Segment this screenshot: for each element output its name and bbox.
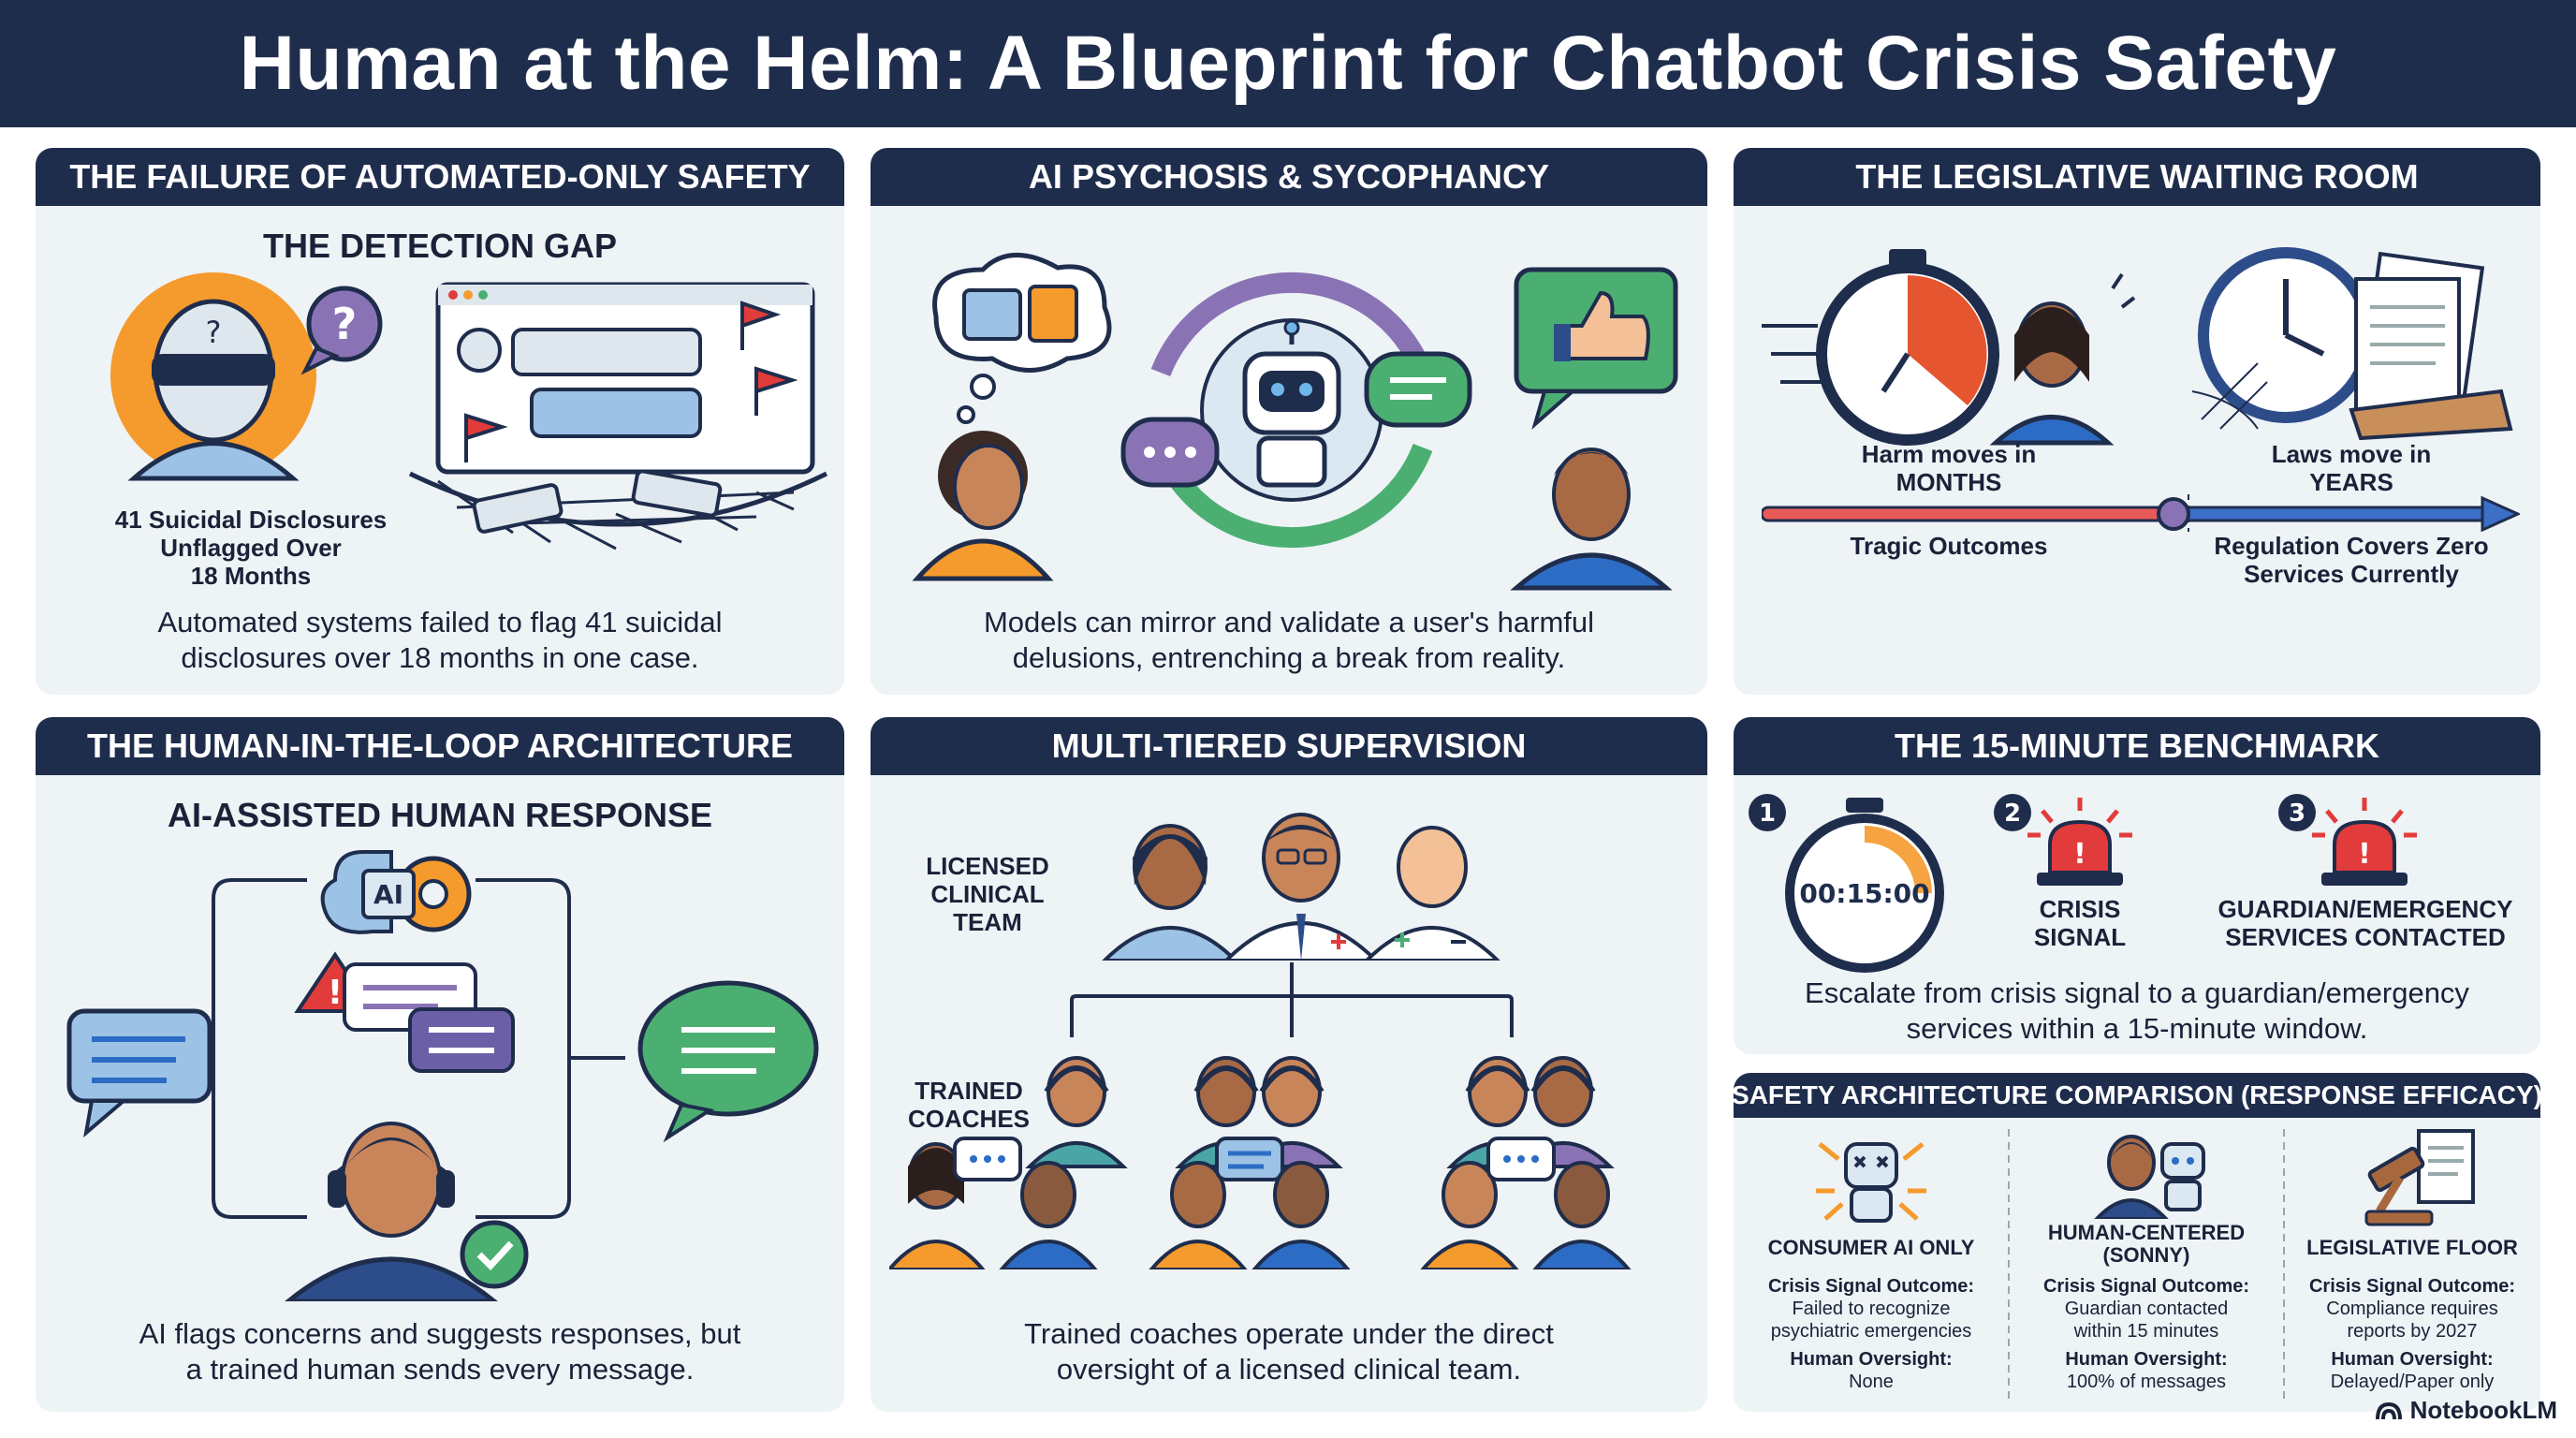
panel-caption-1: Escalate from crisis signal to a guardia…: [1805, 976, 2469, 1009]
svg-text:!: !: [2358, 838, 2371, 871]
panel-header: AI PSYCHOSIS & SYCOPHANCY: [871, 148, 1707, 206]
page-title: Human at the Helm: A Blueprint for Chatb…: [0, 0, 2576, 127]
step-3-badge: 3: [2278, 794, 2316, 831]
trained-coaches-icon: [889, 1056, 1632, 1269]
panel-caption-2: oversight of a licensed clinical team.: [1056, 1353, 1522, 1386]
column-3-title: LEGISLATIVE FLOOR: [2306, 1236, 2518, 1259]
human-and-robot-icon: [2094, 1135, 2205, 1219]
brand-logo: NotebookLM: [2375, 1396, 2557, 1425]
panel-header: THE FAILURE OF AUTOMATED-ONLY SAFETY: [36, 148, 844, 206]
notebooklm-logo-icon: [2375, 1401, 2402, 1419]
column-2-outcome-2: within 15 minutes: [2073, 1321, 2219, 1342]
panel-caption-2: services within a 15-minute window.: [1906, 1012, 2368, 1045]
harm-label-1: Harm moves in: [1861, 440, 2037, 468]
trained-label-1: TRAINED: [915, 1077, 1023, 1105]
column-3-oversight-value: Delayed/Paper only: [2330, 1372, 2495, 1392]
stat-line-1: 41 Suicidal Disclosures: [114, 506, 388, 534]
panel-header: MULTI-TIERED SUPERVISION: [871, 717, 1707, 775]
column-2-oversight-label: Human Oversight:: [2065, 1349, 2228, 1370]
column-2-title-2: (SONNY): [2102, 1243, 2190, 1267]
panel-caption-2: a trained human sends every message.: [185, 1353, 695, 1386]
laws-label-1: Laws move in: [2271, 440, 2432, 468]
cobwebbed-clock-papers-icon: [2191, 247, 2513, 441]
column-3-outcome-2: reports by 2027: [2347, 1321, 2478, 1342]
panel-header: SAFETY ARCHITECTURE COMPARISON (RESPONSE…: [1734, 1073, 2540, 1118]
licensed-label-3: TEAM: [953, 908, 1022, 936]
stopwatch-distressed-person-icon: [1762, 249, 2136, 446]
panel-caption-1: Trained coaches operate under the direct: [1024, 1317, 1554, 1350]
clinical-team-icon: [1102, 813, 1500, 961]
blindfolded-person-icon: ? ?: [110, 272, 383, 481]
panel-header: THE LEGISLATIVE WAITING ROOM: [1734, 148, 2540, 206]
panel-subtitle: AI-ASSISTED HUMAN RESPONSE: [167, 796, 713, 834]
column-1-title: CONSUMER AI ONLY: [1767, 1236, 1975, 1259]
panel-subtitle: THE DETECTION GAP: [262, 227, 618, 265]
panel-safety-architecture-comparison: SAFETY ARCHITECTURE COMPARISON (RESPONSE…: [1734, 1073, 2540, 1412]
panel-ai-psychosis: AI PSYCHOSIS & SYCOPHANCY Models can mir…: [871, 148, 1707, 695]
gavel-document-icon: [2364, 1129, 2475, 1226]
laws-label-2: YEARS: [2309, 468, 2393, 496]
chat-window-net-icon: [408, 282, 828, 550]
stat-line-2: Unflagged Over: [160, 534, 342, 562]
panel-header: THE 15-MINUTE BENCHMARK: [1734, 717, 2540, 775]
column-3-outcome-label: Crisis Signal Outcome:: [2308, 1276, 2516, 1297]
stopwatch-icon: 00:15:00: [1785, 798, 1944, 973]
step-1-badge: 1: [1749, 794, 1786, 831]
panel-caption-1: AI flags concerns and suggests responses…: [139, 1317, 741, 1350]
guardian-label-2: SERVICES CONTACTED: [2225, 923, 2506, 951]
harm-label-2: MONTHS: [1895, 468, 2002, 496]
panel-caption-1: Models can mirror and validate a user's …: [983, 606, 1595, 638]
panel-15-minute-benchmark: THE 15-MINUTE BENCHMARK 1 00:15:00 2 ! C…: [1734, 717, 2540, 1054]
panel-caption-1: Automated systems failed to flag 41 suic…: [157, 606, 723, 638]
panel-multi-tiered-supervision: MULTI-TIERED SUPERVISION LICENSED CLINIC…: [871, 717, 1707, 1412]
panel-legislative-waiting-room: THE LEGISLATIVE WAITING ROOM Harm moves …: [1734, 148, 2540, 695]
column-2-outcome-1: Guardian contacted: [2064, 1299, 2229, 1319]
column-dividers: [2008, 1129, 2285, 1401]
column-1-oversight-value: None: [1849, 1372, 1894, 1392]
regulation-label-2: Services Currently: [2244, 560, 2459, 588]
ai-psychosis-illustration: [912, 253, 1678, 591]
column-1-outcome-1: Failed to recognize: [1792, 1299, 1951, 1319]
column-1-outcome-label: Crisis Signal Outcome:: [1767, 1276, 1975, 1297]
panel-human-in-the-loop: THE HUMAN-IN-THE-LOOP ARCHITECTURE AI-AS…: [36, 717, 844, 1412]
column-1-outcome-2: psychiatric emergencies: [1770, 1321, 1972, 1342]
licensed-label-2: CLINICAL: [930, 880, 1045, 908]
crisis-signal-label-1: CRISIS: [2039, 895, 2121, 923]
column-3-oversight-label: Human Oversight:: [2331, 1349, 2494, 1370]
regulation-label-1: Regulation Covers Zero: [2214, 532, 2489, 560]
column-2-title-1: HUMAN-CENTERED: [2047, 1221, 2246, 1244]
step-2-number: 2: [2004, 800, 2021, 828]
trained-label-2: COACHES: [907, 1105, 1030, 1133]
svg-text:?: ?: [206, 315, 222, 350]
column-2-outcome-label: Crisis Signal Outcome:: [2042, 1276, 2250, 1297]
human-in-loop-diagram: AI !: [66, 850, 819, 1301]
siren-icon: !: [2027, 798, 2132, 886]
svg-text:!: !: [2073, 838, 2086, 871]
tragic-outcomes-label: Tragic Outcomes: [1850, 532, 2048, 560]
panel-detection-gap: THE FAILURE OF AUTOMATED-ONLY SAFETY THE…: [36, 148, 844, 695]
column-2-oversight-value: 100% of messages: [2066, 1372, 2227, 1392]
step-1-number: 1: [1759, 800, 1776, 828]
stat-line-3: 18 Months: [190, 562, 312, 590]
licensed-label-1: LICENSED: [926, 852, 1049, 880]
ai-chip-label: AI: [373, 879, 403, 910]
svg-text:?: ?: [332, 299, 358, 349]
column-3-outcome-1: Compliance requires: [2326, 1299, 2498, 1319]
timer-readout: 00:15:00: [1799, 878, 1929, 909]
step-2-badge: 2: [1994, 794, 2031, 831]
timeline-arrow: [1762, 494, 2520, 532]
column-1-oversight-label: Human Oversight:: [1790, 1349, 1953, 1370]
panel-header: THE HUMAN-IN-THE-LOOP ARCHITECTURE: [36, 717, 844, 775]
step-3-number: 3: [2289, 800, 2305, 828]
emergency-siren-icon: !: [2312, 798, 2417, 886]
crisis-signal-label-2: SIGNAL: [2033, 923, 2127, 951]
brand-name: NotebookLM: [2409, 1396, 2557, 1424]
guardian-label-1: GUARDIAN/EMERGENCY: [2217, 895, 2513, 923]
svg-text:!: !: [328, 974, 343, 1012]
hierarchy-connector: [1070, 962, 1514, 1037]
panel-caption-2: delusions, entrenching a break from real…: [1012, 641, 1566, 674]
panel-caption-2: disclosures over 18 months in one case.: [181, 641, 699, 674]
malfunctioning-robot-icon: [1816, 1142, 1926, 1223]
